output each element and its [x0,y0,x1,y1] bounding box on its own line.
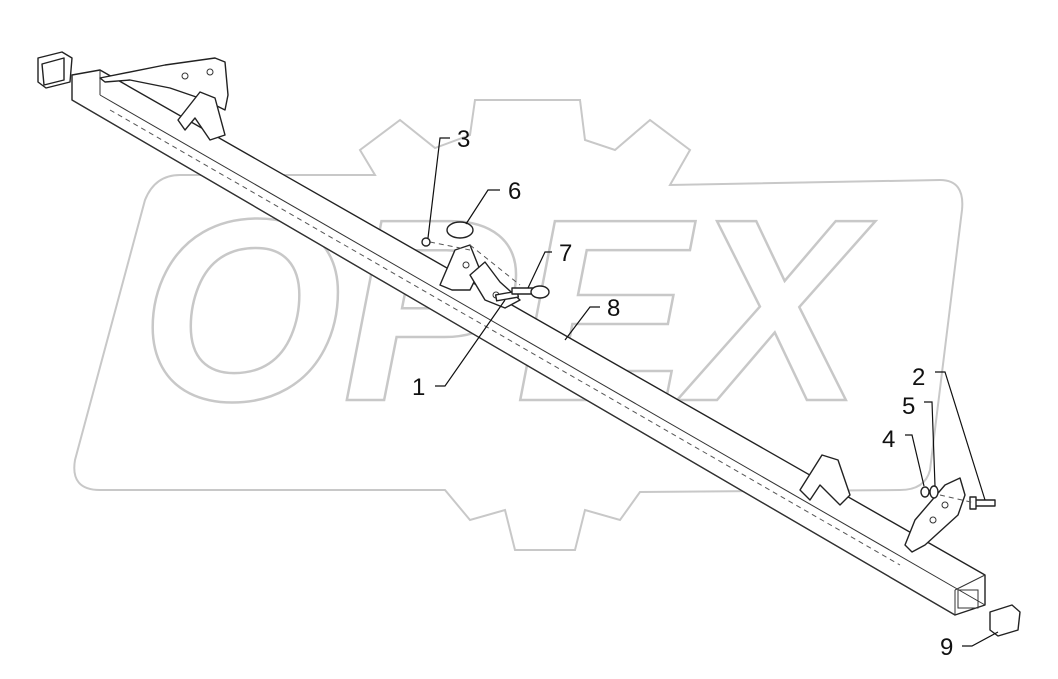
callout-8[interactable]: 8 [607,295,620,322]
bolt-2 [969,496,996,510]
callout-4[interactable]: 4 [882,426,895,453]
callout-1[interactable]: 1 [412,374,425,401]
washer-5 [929,485,939,499]
callout-7[interactable]: 7 [559,240,572,267]
left-end-cap [37,51,73,89]
right-end-cap [989,604,1021,637]
pin-7 [511,285,550,299]
right-end-bracket [904,477,966,553]
callout-9[interactable]: 9 [940,634,953,661]
ring-6 [446,221,474,239]
leader-lines [427,137,999,647]
callout-3[interactable]: 3 [457,126,470,153]
callout-6[interactable]: 6 [508,178,521,205]
nut-3 [421,237,431,247]
nut-4 [920,486,930,498]
beam [71,69,986,616]
right-middle-bracket [799,454,851,506]
left-bracket [99,57,229,141]
callout-5[interactable]: 5 [902,393,915,420]
callout-2[interactable]: 2 [912,364,925,391]
